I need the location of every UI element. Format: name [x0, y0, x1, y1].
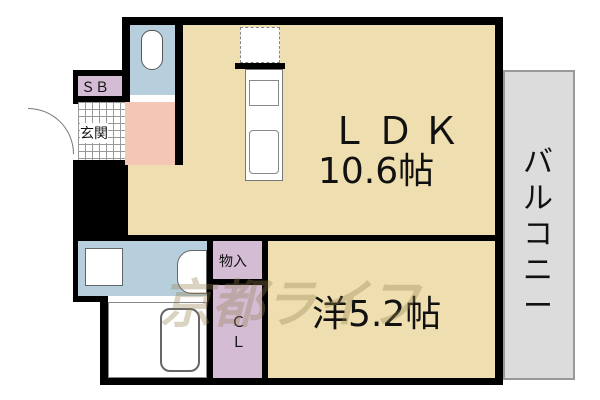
stove-icon [249, 80, 279, 106]
storage-box [240, 27, 280, 63]
front-door[interactable] [28, 108, 74, 154]
wall [73, 160, 128, 240]
wall [213, 279, 268, 285]
western-room-label: 洋5.2帖 [312, 294, 442, 335]
entrance-label: 玄関 [80, 123, 108, 143]
washbasin-icon [177, 250, 207, 294]
balcony [503, 70, 575, 380]
closet[interactable] [213, 285, 262, 378]
wall-bottom [100, 378, 502, 385]
bathtub-icon [160, 308, 200, 372]
ldk-label: ＬＤＫ [330, 109, 469, 153]
wall [175, 25, 183, 165]
wall-right [495, 17, 503, 385]
wall [73, 96, 130, 102]
wall [100, 235, 108, 385]
wall [73, 70, 78, 104]
wall [262, 241, 268, 378]
kitchen-counter[interactable] [245, 69, 283, 181]
wall [73, 70, 130, 76]
wall [235, 63, 285, 69]
wall [73, 296, 108, 302]
balcony-label: バルコニー [523, 145, 553, 324]
hallway [128, 165, 183, 235]
storage-closet[interactable] [213, 241, 262, 279]
wall [207, 235, 213, 385]
western-room [268, 241, 495, 378]
sink-icon [249, 130, 279, 174]
wall [122, 17, 130, 102]
entry-hall [125, 102, 175, 165]
washer-icon [85, 248, 123, 286]
closet-label: ＣＬ [231, 313, 247, 351]
ldk-size: 10.6帖 [318, 151, 435, 192]
storage-label: 物入 [219, 254, 247, 270]
wall-middle [73, 235, 507, 241]
shoe-box-label: ＳＢ [81, 80, 109, 96]
wall-top [122, 17, 502, 25]
toilet-icon [141, 30, 163, 70]
watermark-logo: 京都ライフ [160, 275, 421, 335]
shoe-box [78, 76, 122, 96]
ldk-room [183, 25, 495, 235]
wall [73, 235, 78, 300]
